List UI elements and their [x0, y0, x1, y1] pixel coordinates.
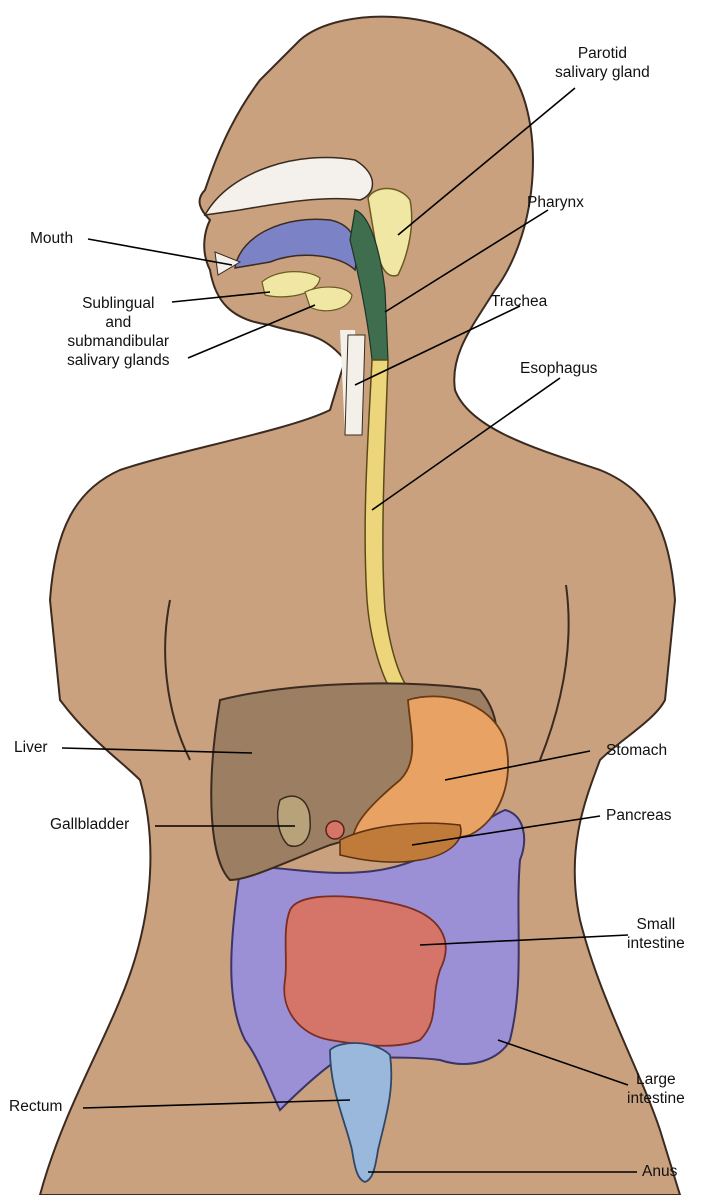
- label-small-intestine-line-2: intestine: [627, 934, 685, 953]
- label-sublingual-line-3: submandibular: [67, 332, 170, 351]
- label-parotid-line-2: salivary gland: [555, 63, 650, 82]
- gallbladder: [278, 796, 311, 846]
- label-sublingual-line-2: and: [67, 313, 170, 332]
- label-parotid-salivary-gland: Parotid salivary gland: [555, 44, 650, 82]
- label-sublingual-line-1: Sublingual: [67, 294, 170, 313]
- label-mouth: Mouth: [30, 229, 73, 248]
- label-small-intestine-line-1: Small: [627, 915, 685, 934]
- small-intestine: [284, 896, 445, 1046]
- label-gallbladder: Gallbladder: [50, 815, 129, 834]
- label-pharynx: Pharynx: [527, 193, 584, 212]
- label-rectum: Rectum: [9, 1097, 62, 1116]
- label-large-intestine: Large intestine: [627, 1070, 685, 1108]
- label-small-intestine: Small intestine: [627, 915, 685, 953]
- label-stomach: Stomach: [606, 741, 667, 760]
- duodenum-opening: [326, 821, 344, 839]
- label-anus: Anus: [642, 1162, 677, 1181]
- label-trachea: Trachea: [491, 292, 547, 311]
- label-sublingual-submandibular: Sublingual and submandibular salivary gl…: [67, 294, 170, 370]
- label-esophagus: Esophagus: [520, 359, 598, 378]
- label-liver: Liver: [14, 738, 48, 757]
- label-pancreas: Pancreas: [606, 806, 671, 825]
- label-large-intestine-line-2: intestine: [627, 1089, 685, 1108]
- label-parotid-line-1: Parotid: [555, 44, 650, 63]
- label-large-intestine-line-1: Large: [627, 1070, 685, 1089]
- label-sublingual-line-4: salivary glands: [67, 351, 170, 370]
